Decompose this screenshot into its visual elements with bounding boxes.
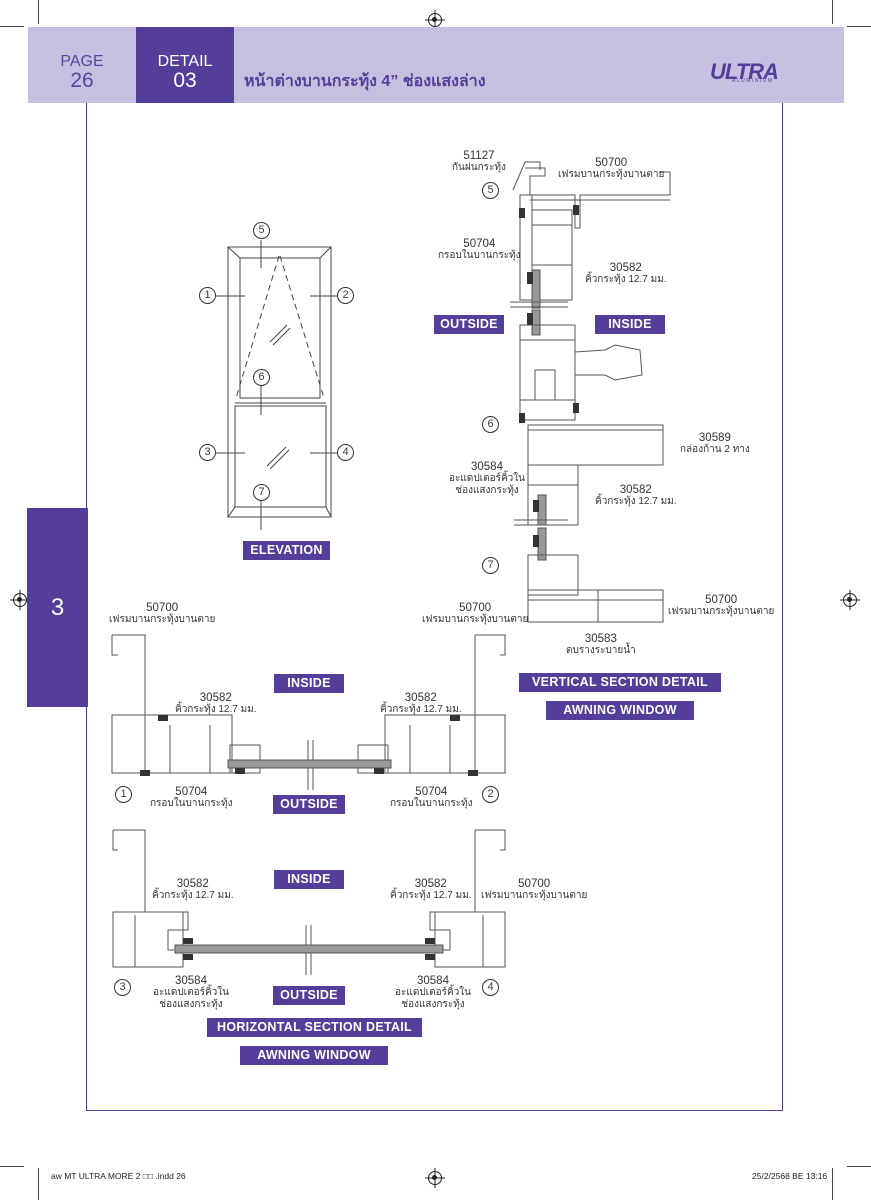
- ht-part-label-50704-right: 50704 กรอบในบานกระทุ้ง: [390, 786, 473, 809]
- chapter-tab: 3: [27, 508, 88, 707]
- vs-marker-5: 5: [482, 182, 499, 199]
- vs-marker-7: 7: [482, 557, 499, 574]
- hb-part-label-50700: 50700 เฟรมบานกระทุ้งบานตาย: [481, 878, 588, 901]
- part-label-30589: 30589 กล่องก้าน 2 ทาง: [680, 432, 750, 455]
- registration-mark-icon: [843, 593, 857, 607]
- vs-caption-line1: VERTICAL SECTION DETAIL: [519, 673, 721, 692]
- part-label-30582: 30582 คิ้วกระทุ้ง 12.7 มม.: [585, 262, 667, 285]
- crop-mark: [38, 1168, 39, 1200]
- footer-timestamp: 25/2/2568 BE 13:16: [752, 1171, 828, 1181]
- page-header: PAGE 26 DETAIL 03 หน้าต่างบานกระทุ้ง 4” …: [28, 27, 844, 103]
- detail-label: DETAIL: [157, 53, 213, 70]
- hb-inside-label: INSIDE: [274, 870, 344, 889]
- chapter-number: 3: [50, 594, 65, 621]
- part-label-50700: 50700 เฟรมบานกระทุ้งบานตาย: [558, 157, 665, 180]
- ht-inside-label: INSIDE: [274, 674, 344, 693]
- vs-caption-line2: AWNING WINDOW: [546, 701, 694, 720]
- ht-part-label-50700-right: 50700 เฟรมบานกระทุ้งบานตาย: [422, 602, 529, 625]
- hb-outside-label: OUTSIDE: [273, 986, 345, 1005]
- marker-7: 7: [253, 484, 270, 501]
- ht-part-label-50700-left: 50700 เฟรมบานกระทุ้งบานตาย: [109, 602, 216, 625]
- marker-1: 1: [199, 287, 216, 304]
- marker-2: 2: [337, 287, 354, 304]
- part-label-30584: 30584 อะแดปเตอร์คิ้วใน ช่องแสงกระทุ้ง: [449, 461, 525, 496]
- crop-mark: [847, 26, 871, 27]
- part-label-30582-lower: 30582 คิ้วกระทุ้ง 12.7 มม.: [595, 484, 677, 507]
- hb-part-label-30584-right: 30584 อะแดปเตอร์คิ้วใน ช่องแสงกระทุ้ง: [395, 975, 471, 1010]
- marker-5: 5: [253, 222, 270, 239]
- registration-mark-icon: [13, 593, 27, 607]
- logo-text: ULTRA: [710, 59, 779, 84]
- ht-marker-1: 1: [115, 786, 132, 803]
- ht-part-label-30582-left: 30582 คิ้วกระทุ้ง 12.7 มม.: [175, 692, 257, 715]
- ht-part-label-30582-right: 30582 คิ้วกระทุ้ง 12.7 มม.: [380, 692, 462, 715]
- hb-part-label-30584-left: 30584 อะแดปเตอร์คิ้วใน ช่องแสงกระทุ้ง: [153, 975, 229, 1010]
- ultra-logo: ULTRA ALUMINIUM: [710, 59, 786, 87]
- detail-number-box: DETAIL 03: [136, 27, 234, 103]
- crop-mark: [832, 0, 833, 24]
- hb-marker-3: 3: [114, 979, 131, 996]
- hb-part-label-30582-right: 30582 คิ้วกระทุ้ง 12.7 มม.: [390, 878, 472, 901]
- part-label-30583: 30583 ตบรางระบายน้ำ: [566, 633, 636, 656]
- crop-mark: [38, 0, 39, 24]
- marker-3: 3: [199, 444, 216, 461]
- page-number: 26: [70, 69, 94, 92]
- hb-caption-line1: HORIZONTAL SECTION DETAIL: [207, 1018, 422, 1037]
- hb-caption-line2: AWNING WINDOW: [240, 1046, 388, 1065]
- detail-number: 03: [173, 69, 197, 92]
- crop-mark: [0, 26, 24, 27]
- ht-outside-label: OUTSIDE: [273, 795, 345, 814]
- part-label-50704: 50704 กรอบในบานกระทุ้ง: [438, 238, 521, 261]
- ht-marker-2: 2: [482, 786, 499, 803]
- marker-6: 6: [253, 369, 270, 386]
- hb-marker-4: 4: [482, 979, 499, 996]
- vs-inside-label: INSIDE: [595, 315, 665, 334]
- vs-outside-label: OUTSIDE: [434, 315, 504, 334]
- crop-mark: [832, 1168, 833, 1200]
- part-label-51127: 51127 กันฝนกระทุ้ง: [452, 150, 506, 173]
- page-title: หน้าต่างบานกระทุ้ง 4” ช่องแสงล่าง: [244, 73, 486, 90]
- hb-part-label-30582-left: 30582 คิ้วกระทุ้ง 12.7 มม.: [152, 878, 234, 901]
- ht-part-label-50704-left: 50704 กรอบในบานกระทุ้ง: [150, 786, 233, 809]
- elevation-caption: ELEVATION: [243, 541, 330, 560]
- registration-mark-icon: [428, 13, 442, 27]
- part-label-50700-lower: 50700 เฟรมบานกระทุ้งบานตาย: [668, 594, 775, 617]
- vs-marker-6: 6: [482, 416, 499, 433]
- page-number-box: PAGE 26: [28, 27, 136, 103]
- marker-4: 4: [337, 444, 354, 461]
- footer-file-info: aw MT ULTRA MORE 2 □□ .indd 26: [51, 1171, 186, 1181]
- crop-mark: [847, 1166, 871, 1167]
- page-label: PAGE: [60, 53, 104, 70]
- logo-subtext: ALUMINIUM: [732, 78, 774, 84]
- crop-mark: [0, 1166, 24, 1167]
- registration-mark-icon: [428, 1171, 442, 1185]
